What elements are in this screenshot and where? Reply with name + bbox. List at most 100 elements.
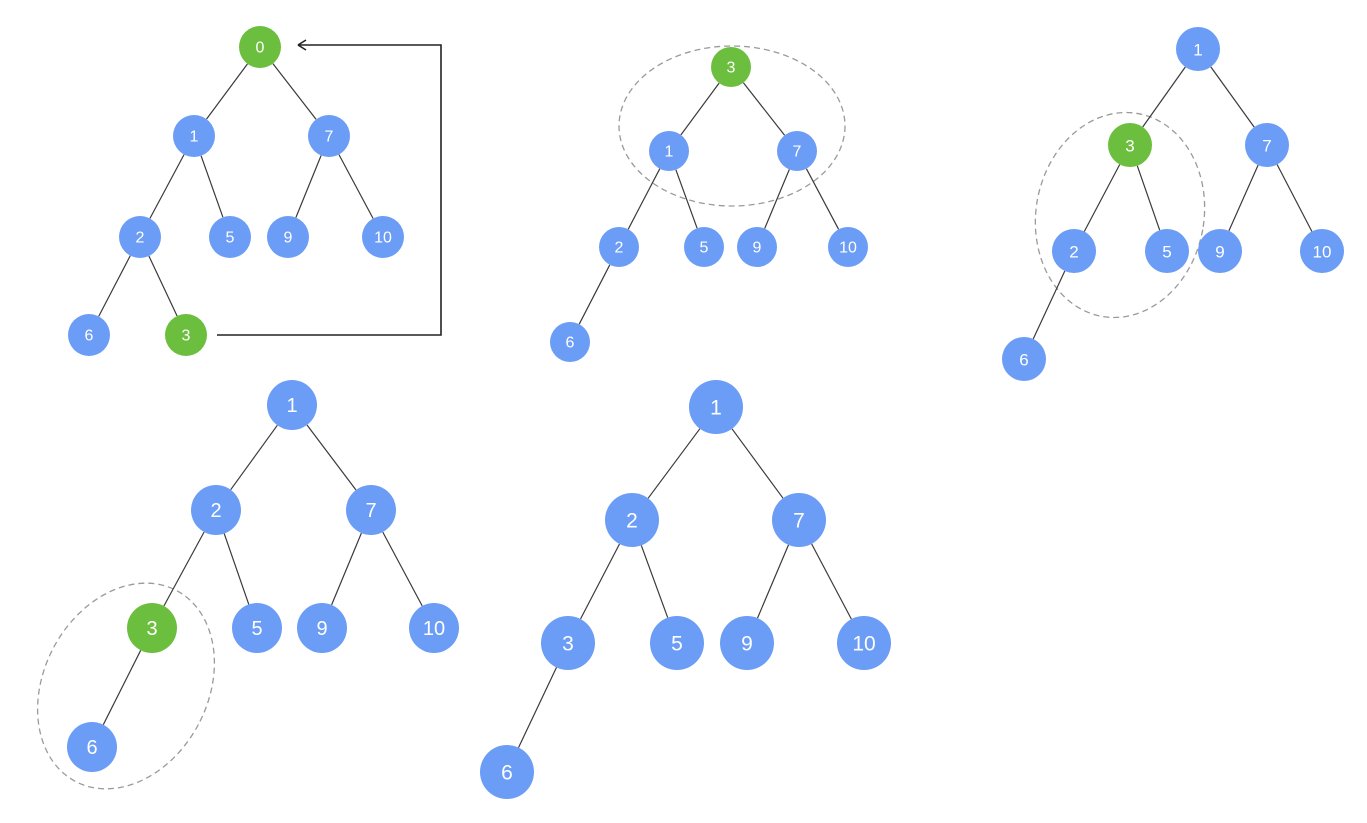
node-label: 10 (374, 230, 392, 247)
edge-b7-b9 (764, 169, 790, 229)
tree-node: 6 (1002, 337, 1046, 381)
node-circle (1052, 229, 1096, 273)
edge-e2-e3 (579, 543, 621, 620)
tree-edges (98, 63, 1313, 748)
node-circle (173, 115, 215, 157)
tree-node: 7 (308, 115, 350, 157)
edge-c3-c5 (1136, 165, 1161, 231)
tree-node: 3 (541, 616, 595, 670)
tree-node: 1 (649, 131, 689, 171)
node-label: 7 (1262, 137, 1271, 156)
node-label: 6 (1019, 351, 1028, 370)
node-label: 9 (753, 240, 762, 257)
tree-node: 2 (119, 216, 161, 258)
edge-b1-b5 (675, 169, 698, 229)
edge-a7-a9 (295, 155, 322, 218)
tree-step-4-edges (102, 424, 423, 725)
node-label: 3 (562, 633, 574, 656)
tree-step-3-edges (1032, 66, 1313, 340)
edge-d3-d6 (102, 650, 142, 725)
node-label: 9 (284, 230, 293, 247)
node-circle (1198, 229, 1242, 273)
node-label: 3 (1125, 137, 1134, 156)
node-label: 7 (365, 500, 376, 522)
edge-c7-c10 (1276, 164, 1313, 232)
node-label: 6 (566, 335, 575, 352)
node-circle (297, 603, 347, 653)
tree-node: 1 (1176, 27, 1220, 71)
node-label: 1 (710, 397, 722, 420)
edge-a2-a6 (98, 255, 131, 317)
node-label: 10 (852, 633, 875, 656)
tree-node: 5 (684, 227, 724, 267)
node-label: 10 (423, 618, 445, 640)
node-label: 5 (671, 633, 683, 656)
node-circle (650, 616, 704, 670)
edge-c1-c3 (1142, 66, 1186, 128)
node-label: 3 (146, 618, 157, 640)
node-label: 5 (1162, 243, 1171, 262)
node-label: 10 (839, 240, 857, 257)
node-circle (480, 745, 534, 799)
edge-a2-a3 (148, 255, 178, 317)
edge-d1-d7 (306, 424, 357, 491)
node-circle (689, 380, 743, 434)
node-label: 6 (501, 762, 513, 785)
edge-e1-e7 (731, 428, 784, 499)
node-label: 1 (286, 395, 297, 417)
node-circle (119, 216, 161, 258)
node-circle (362, 216, 404, 258)
node-label: 9 (316, 618, 327, 640)
tree-node: 3 (127, 603, 177, 653)
node-circle (232, 603, 282, 653)
node-circle (1300, 229, 1344, 273)
edge-b2-b6 (578, 264, 611, 325)
edge-d2-d5 (223, 533, 250, 605)
edge-e2-e5 (640, 545, 669, 618)
edge-d2-d3 (163, 531, 205, 607)
tree-node: 1 (267, 380, 317, 430)
ring-step-2 (618, 45, 846, 207)
tree-node: 10 (362, 216, 404, 258)
tree-node: 9 (720, 616, 774, 670)
node-label: 5 (700, 240, 709, 257)
node-circle (837, 616, 891, 670)
tree-node: 6 (67, 722, 117, 772)
node-circle (267, 216, 309, 258)
node-circle-highlight (711, 47, 751, 87)
node-label: 7 (325, 129, 334, 146)
edge-d7-d10 (382, 531, 423, 607)
edge-d1-d2 (230, 424, 278, 491)
node-circle (68, 314, 110, 356)
node-label: 1 (1193, 41, 1202, 60)
tree-node: 10 (1300, 229, 1344, 273)
tree-node: 2 (599, 227, 639, 267)
edge-b3-b1 (680, 82, 720, 136)
edge-b3-b7 (742, 82, 786, 136)
node-circle (209, 216, 251, 258)
swap-arrow-head (297, 39, 307, 51)
edge-b1-b2 (627, 168, 661, 230)
node-circle (777, 131, 817, 171)
node-circle (737, 227, 777, 267)
swap-arrow (217, 39, 442, 336)
edge-c7-c9 (1228, 164, 1259, 232)
edge-a0-a7 (272, 63, 317, 120)
node-circle (409, 603, 459, 653)
tree-node: 9 (297, 603, 347, 653)
tree-node: 6 (68, 314, 110, 356)
node-circle (67, 722, 117, 772)
node-circle-highlight (1108, 123, 1152, 167)
tree-node: 7 (1245, 123, 1289, 167)
tree-node: 0 (239, 26, 281, 68)
swap-arrow-line (217, 44, 442, 336)
node-label: 2 (210, 500, 221, 522)
tree-node: 1 (689, 380, 743, 434)
tree-node: 5 (1145, 229, 1189, 273)
tree-step-1-edges (98, 63, 374, 317)
node-circle (1002, 337, 1046, 381)
node-circle (541, 616, 595, 670)
node-circle (649, 131, 689, 171)
